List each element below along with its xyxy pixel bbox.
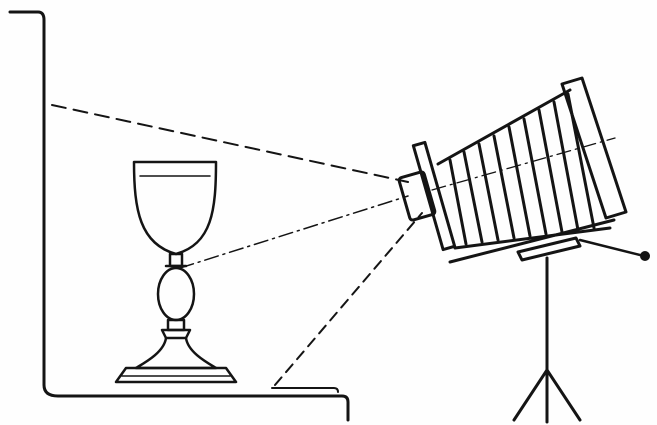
camera-lens bbox=[397, 170, 437, 222]
bellows-fold bbox=[448, 158, 468, 246]
bellows-fold bbox=[492, 134, 516, 240]
axis-through-camera bbox=[431, 137, 616, 191]
bellows-fold bbox=[462, 150, 484, 244]
table-top-edge bbox=[271, 387, 339, 393]
tripod-leg-right bbox=[545, 368, 582, 422]
upper-frame-line bbox=[51, 104, 409, 183]
goblet-collar-lower bbox=[166, 318, 186, 332]
goblet bbox=[114, 160, 238, 384]
camera-bellows-bottom bbox=[453, 226, 612, 250]
bellows-fold bbox=[552, 100, 580, 232]
goblet-base bbox=[114, 366, 238, 384]
tripod-handle bbox=[578, 238, 646, 258]
goblet-knop bbox=[156, 266, 196, 322]
tripod-leg-left bbox=[512, 368, 549, 422]
optical-axis bbox=[179, 195, 409, 269]
tripod-head-plate bbox=[516, 236, 582, 262]
bellows-fold bbox=[522, 117, 548, 236]
lower-frame-line bbox=[274, 212, 423, 386]
backdrop-outline bbox=[8, 10, 350, 422]
goblet-collar-upper bbox=[168, 252, 184, 268]
goblet-foot bbox=[134, 336, 218, 370]
camera-bellows-top bbox=[436, 88, 572, 166]
camera-rear-standard bbox=[560, 76, 628, 220]
bellows-fold bbox=[507, 125, 532, 238]
camera-bed bbox=[448, 218, 616, 264]
tripod-handle-knob bbox=[640, 251, 650, 261]
bellows-fold bbox=[477, 142, 500, 242]
tripod bbox=[512, 236, 646, 424]
bellows-fold bbox=[537, 108, 564, 234]
camera-front-standard bbox=[411, 140, 457, 252]
bellows-camera bbox=[397, 76, 628, 264]
